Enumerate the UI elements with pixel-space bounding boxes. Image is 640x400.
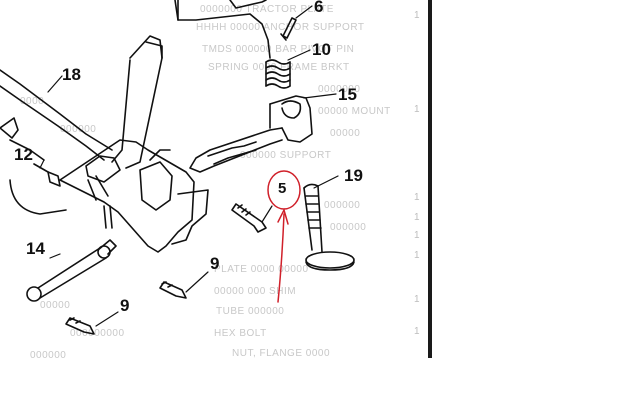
- red-arrowhead: [277, 207, 289, 225]
- part-18-frame: [0, 35, 163, 215]
- part-12-fastener: [33, 163, 61, 187]
- callout-12: 12: [14, 145, 33, 164]
- callout-14: 14: [26, 239, 45, 258]
- callout-18: 18: [62, 65, 81, 84]
- part-9-bolt-upper: [159, 281, 187, 299]
- callout-9-lower: 9: [120, 296, 130, 315]
- red-annotation: [267, 170, 301, 303]
- callout-6: 6: [314, 0, 324, 16]
- top-bracket: [174, 0, 271, 59]
- red-arrow-shaft: [277, 213, 285, 303]
- leader-lines: [39, 5, 339, 327]
- part-5-bolt: [231, 203, 267, 233]
- page-column-divider: [428, 0, 432, 358]
- callout-19: 19: [344, 166, 363, 185]
- part-14-link: [26, 205, 117, 302]
- part-15-arm: [189, 95, 313, 173]
- callout-10: 10: [312, 40, 331, 59]
- callout-9-upper: 9: [210, 254, 220, 273]
- part-10-spring: [265, 59, 291, 89]
- part-6-bolt: [280, 17, 297, 41]
- callout-5: 5: [278, 180, 287, 197]
- part-9-bolt-lower: [65, 317, 95, 335]
- callout-15: 15: [338, 85, 357, 104]
- part-19-pin: [303, 183, 355, 271]
- mounting-plate: [59, 139, 209, 253]
